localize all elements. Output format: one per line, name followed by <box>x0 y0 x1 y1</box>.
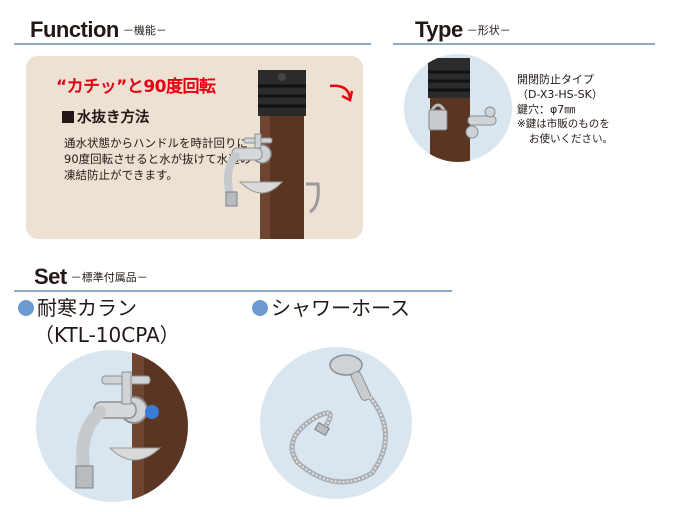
type-photo <box>404 54 512 162</box>
method-title-text: 水抜き方法 <box>77 110 150 126</box>
faucet-icon <box>465 106 497 139</box>
faucet-post-illustration <box>224 70 320 239</box>
faucet-icon <box>75 371 162 489</box>
method-description: 通水状態からハンドルを時計回りに90度回転させると水が抜けて水道の凍結防止ができ… <box>64 136 252 182</box>
set-section-header: Set－標準付属品－ <box>14 265 452 292</box>
set-item1-name: 耐寒カラン <box>37 296 137 320</box>
type-name: 開閉防止タイプ <box>517 73 594 86</box>
function-section-header: Function－機能－ <box>14 18 371 45</box>
set-item1-model: （KTL-10CPA） <box>34 323 180 347</box>
faucet-icon <box>224 133 284 207</box>
set-subtitle: －標準付属品－ <box>70 271 148 284</box>
keyhole-size: 鍵穴：φ7㎜ <box>517 103 576 116</box>
type-section-header: Type－形状－ <box>393 18 655 45</box>
hose-icon <box>289 354 388 485</box>
square-bullet-icon <box>62 111 74 123</box>
function-title: Function <box>30 17 119 42</box>
padlock-icon <box>428 103 448 131</box>
type-title: Type <box>415 17 463 42</box>
method-title: 水抜き方法 <box>62 106 150 127</box>
function-subtitle: －機能－ <box>122 24 167 37</box>
catch-phrase: “カチッ”と90度回転 <box>56 77 216 97</box>
set-item-hose-label: シャワーホース <box>252 296 410 321</box>
function-panel: “カチッ”と90度回転 水抜き方法 通水状態からハンドルを時計回りに90度回転さ… <box>26 56 363 239</box>
rotate-arrow-icon <box>329 84 354 102</box>
shower-hose-photo <box>260 347 412 499</box>
key-note-line2: お使いください。 <box>529 133 613 145</box>
hook <box>306 182 320 214</box>
set-item2-name: シャワーホース <box>271 296 410 320</box>
set-item-faucet-label: 耐寒カラン <box>18 296 137 321</box>
faucet-photo <box>36 350 188 502</box>
bullet-dot-icon <box>252 300 268 316</box>
key-note-line1: ※鍵は市販のものを <box>517 118 610 130</box>
set-title: Set <box>34 264 67 289</box>
type-info: 開閉防止タイプ （D-X3-HS-SK） 鍵穴：φ7㎜ ※鍵は市販のものを お使… <box>517 72 613 147</box>
type-model: （D-X3-HS-SK） <box>517 88 603 101</box>
type-subtitle: －形状－ <box>466 24 511 37</box>
bullet-dot-icon <box>18 300 34 316</box>
